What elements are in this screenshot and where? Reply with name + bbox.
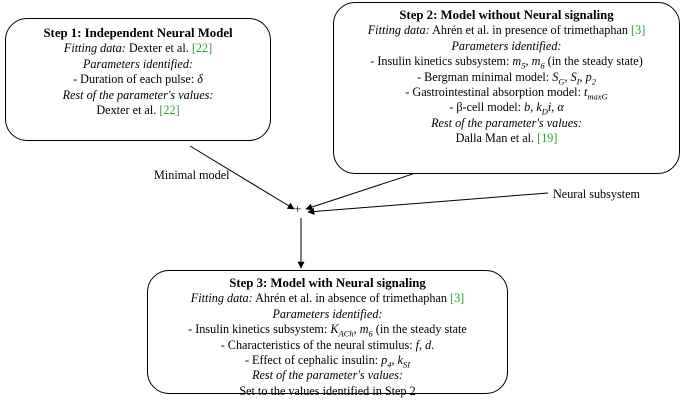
step3-param3-ksi: kSI — [397, 353, 411, 370]
step3-param2-text: - Characteristics of the neural stimulus… — [220, 337, 413, 352]
step1-box: Step 1: Independent Neural Model Fitting… — [5, 18, 271, 141]
step1-rest-label: Rest of the parameter's values: — [62, 87, 214, 102]
step2-param4-kdi: kDi — [536, 100, 552, 117]
step3-rest-value: Set to the values identified in Step 2 — [239, 383, 416, 398]
step3-param1-kach: KACh — [330, 322, 354, 339]
step2-param1-text: - Insulin kinetics subsystem: — [370, 54, 510, 69]
neural-subsystem-label: Neural subsystem — [553, 187, 640, 201]
step2-param4: - β-cell model: b, kDi, α — [449, 100, 564, 117]
step2-param2-p2: p2 — [585, 69, 596, 87]
step3-param1-tail: (in the steady state — [375, 322, 467, 337]
step2-param1-sep: , — [525, 54, 529, 69]
step1-title: Step 1: Independent Neural Model — [43, 26, 233, 40]
step3-param2-f: f — [415, 337, 420, 352]
step3-param1-m6: m6 — [359, 322, 373, 339]
step2-param1: - Insulin kinetics subsystem: m5, m6 (in… — [334, 54, 679, 71]
step1-rest-line: Dexter et al. 22 — [6, 103, 270, 118]
step2-param3: - Gastrointestinal absorption model: tma… — [334, 85, 679, 102]
step3-param1-text: - Insulin kinetics subsystem: — [188, 322, 328, 337]
step2-box: Step 2: Model without Neural signaling F… — [333, 2, 680, 174]
step3-fitting-line: Fitting data: Ahrén et al. in absence of… — [148, 291, 507, 306]
step3-fitting-ref[interactable]: 3 — [450, 291, 464, 305]
step3-param2-d: d — [425, 337, 432, 352]
step3-param3-p4: p4 — [381, 353, 392, 370]
step2-rest-value: Dalla Man et al. — [455, 131, 535, 146]
step3-param1: - Insulin kinetics subsystem: KACh, m6 (… — [188, 322, 467, 339]
step2-params-label: Parameters identified: — [451, 38, 562, 53]
arrow-minimal-model — [189, 145, 295, 210]
step2-param4-text: - β-cell model: — [449, 100, 522, 115]
step2-param2-sg: SG — [552, 69, 565, 87]
step3-title: Step 3: Model with Neural signaling — [229, 276, 426, 290]
step2-fitting-label: Fitting data: — [367, 23, 430, 38]
step2-param2-text: - Bergman minimal model: — [417, 69, 550, 84]
step2-param4-alpha: α — [557, 100, 564, 115]
arrow-neural-subsystem — [307, 192, 549, 215]
step2-param2: - Bergman minimal model: SG, SI, p2 — [417, 69, 596, 87]
step3-fitting-value: Ahrén et al. in absence of trimethaphan — [255, 291, 447, 306]
step3-param2: - Characteristics of the neural stimulus… — [220, 337, 435, 352]
plus-junction: + — [294, 201, 302, 216]
minimal-model-label: Minimal model — [154, 168, 230, 182]
step2-rest-line: Dalla Man et al. 19 — [334, 131, 679, 146]
step2-param3-text: - Gastrointestinal absorption model: — [405, 85, 581, 100]
step3-param3-text: - Effect of cephalic insulin: — [244, 353, 379, 368]
step2-param4-b: b — [524, 100, 531, 115]
step2-title: Step 2: Model without Neural signaling — [399, 8, 614, 22]
step2-param1-m6: m6 — [531, 54, 545, 71]
step1-param1: - Duration of each pulse: δ — [6, 72, 270, 87]
step3-params-label: Parameters identified: — [272, 306, 383, 321]
step1-param1-text: - Duration of each pulse: — [73, 72, 195, 87]
step2-fitting-line: Fitting data: Ahrén et al. in presence o… — [334, 23, 679, 38]
step2-param1-tail: (in the steady state) — [547, 54, 643, 69]
step2-param3-tmaxg: tmaxG — [584, 85, 608, 102]
step1-rest-value: Dexter et al. — [96, 103, 157, 118]
step1-fitting-label: Fitting data: — [63, 41, 126, 56]
step3-param3: - Effect of cephalic insulin: p4, kSI — [244, 353, 411, 370]
step3-fitting-label: Fitting data: — [190, 291, 253, 306]
step1-fitting-line: Fitting data: Dexter et al. 22 — [6, 41, 270, 56]
step2-param1-m5: m5 — [512, 54, 526, 71]
step2-fitting-value: Ahrén et al. in presence of trimethaphan — [432, 23, 628, 38]
step1-rest-ref[interactable]: 22 — [159, 103, 179, 117]
step1-param1-symbol: δ — [197, 72, 203, 87]
step2-fitting-ref[interactable]: 3 — [631, 23, 645, 37]
step2-param2-si: SI — [570, 69, 580, 87]
step2-rest-ref[interactable]: 19 — [537, 131, 557, 145]
step1-fitting-value: Dexter et al. — [128, 41, 189, 56]
step1-fitting-ref[interactable]: 22 — [192, 41, 212, 55]
step2-rest-label: Rest of the parameter's values: — [431, 115, 582, 130]
step3-box: Step 3: Model with Neural signaling Fitt… — [147, 270, 508, 398]
step1-params-label: Parameters identified: — [82, 56, 193, 71]
step3-rest-label: Rest of the parameter's values: — [252, 368, 403, 383]
